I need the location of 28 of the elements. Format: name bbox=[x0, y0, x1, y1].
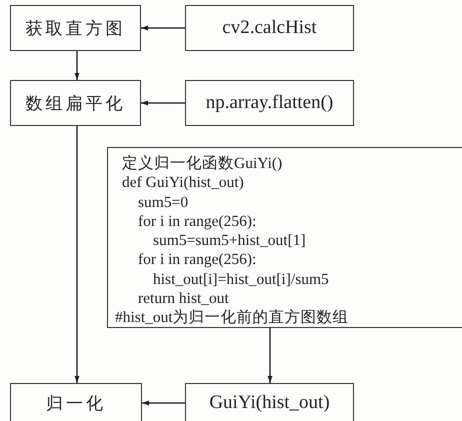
arrow bbox=[268, 328, 272, 383]
process-box bbox=[10, 383, 142, 421]
code-line: sum5=0 bbox=[138, 192, 188, 212]
arrow bbox=[74, 126, 80, 383]
node-label: 数组扁平化 bbox=[26, 92, 126, 114]
code-line: for i in range(256): bbox=[138, 250, 256, 270]
process-box bbox=[10, 80, 141, 126]
arrow bbox=[74, 51, 80, 80]
code-line: for i in range(256): bbox=[138, 212, 256, 232]
process-box bbox=[10, 5, 141, 51]
node-label: cv2.calcHist bbox=[222, 17, 317, 39]
arrow bbox=[141, 100, 185, 106]
process-box bbox=[185, 383, 354, 421]
arrow bbox=[142, 400, 185, 406]
node-label: np.array.flatten() bbox=[206, 92, 334, 114]
code-box bbox=[107, 147, 462, 328]
process-box bbox=[185, 80, 354, 126]
code-line: hist_out[i]=hist_out[i]/sum5 bbox=[153, 270, 329, 290]
code-line: #hist_out为归一化前的直方图数组 bbox=[115, 308, 349, 328]
comment-text: 定义归一化函数GuiYi() bbox=[122, 154, 282, 174]
node-label: GuiYi(hist_out) bbox=[209, 392, 330, 414]
process-box bbox=[185, 5, 354, 51]
code-line: return hist_out bbox=[138, 289, 229, 308]
arrow bbox=[141, 26, 185, 30]
node-label: 获取直方图 bbox=[26, 18, 126, 40]
node-label: 归一化 bbox=[46, 392, 106, 414]
code-line: def GuiYi(hist_out) bbox=[122, 173, 244, 193]
code-line: sum5=sum5+hist_out[1] bbox=[153, 231, 306, 250]
